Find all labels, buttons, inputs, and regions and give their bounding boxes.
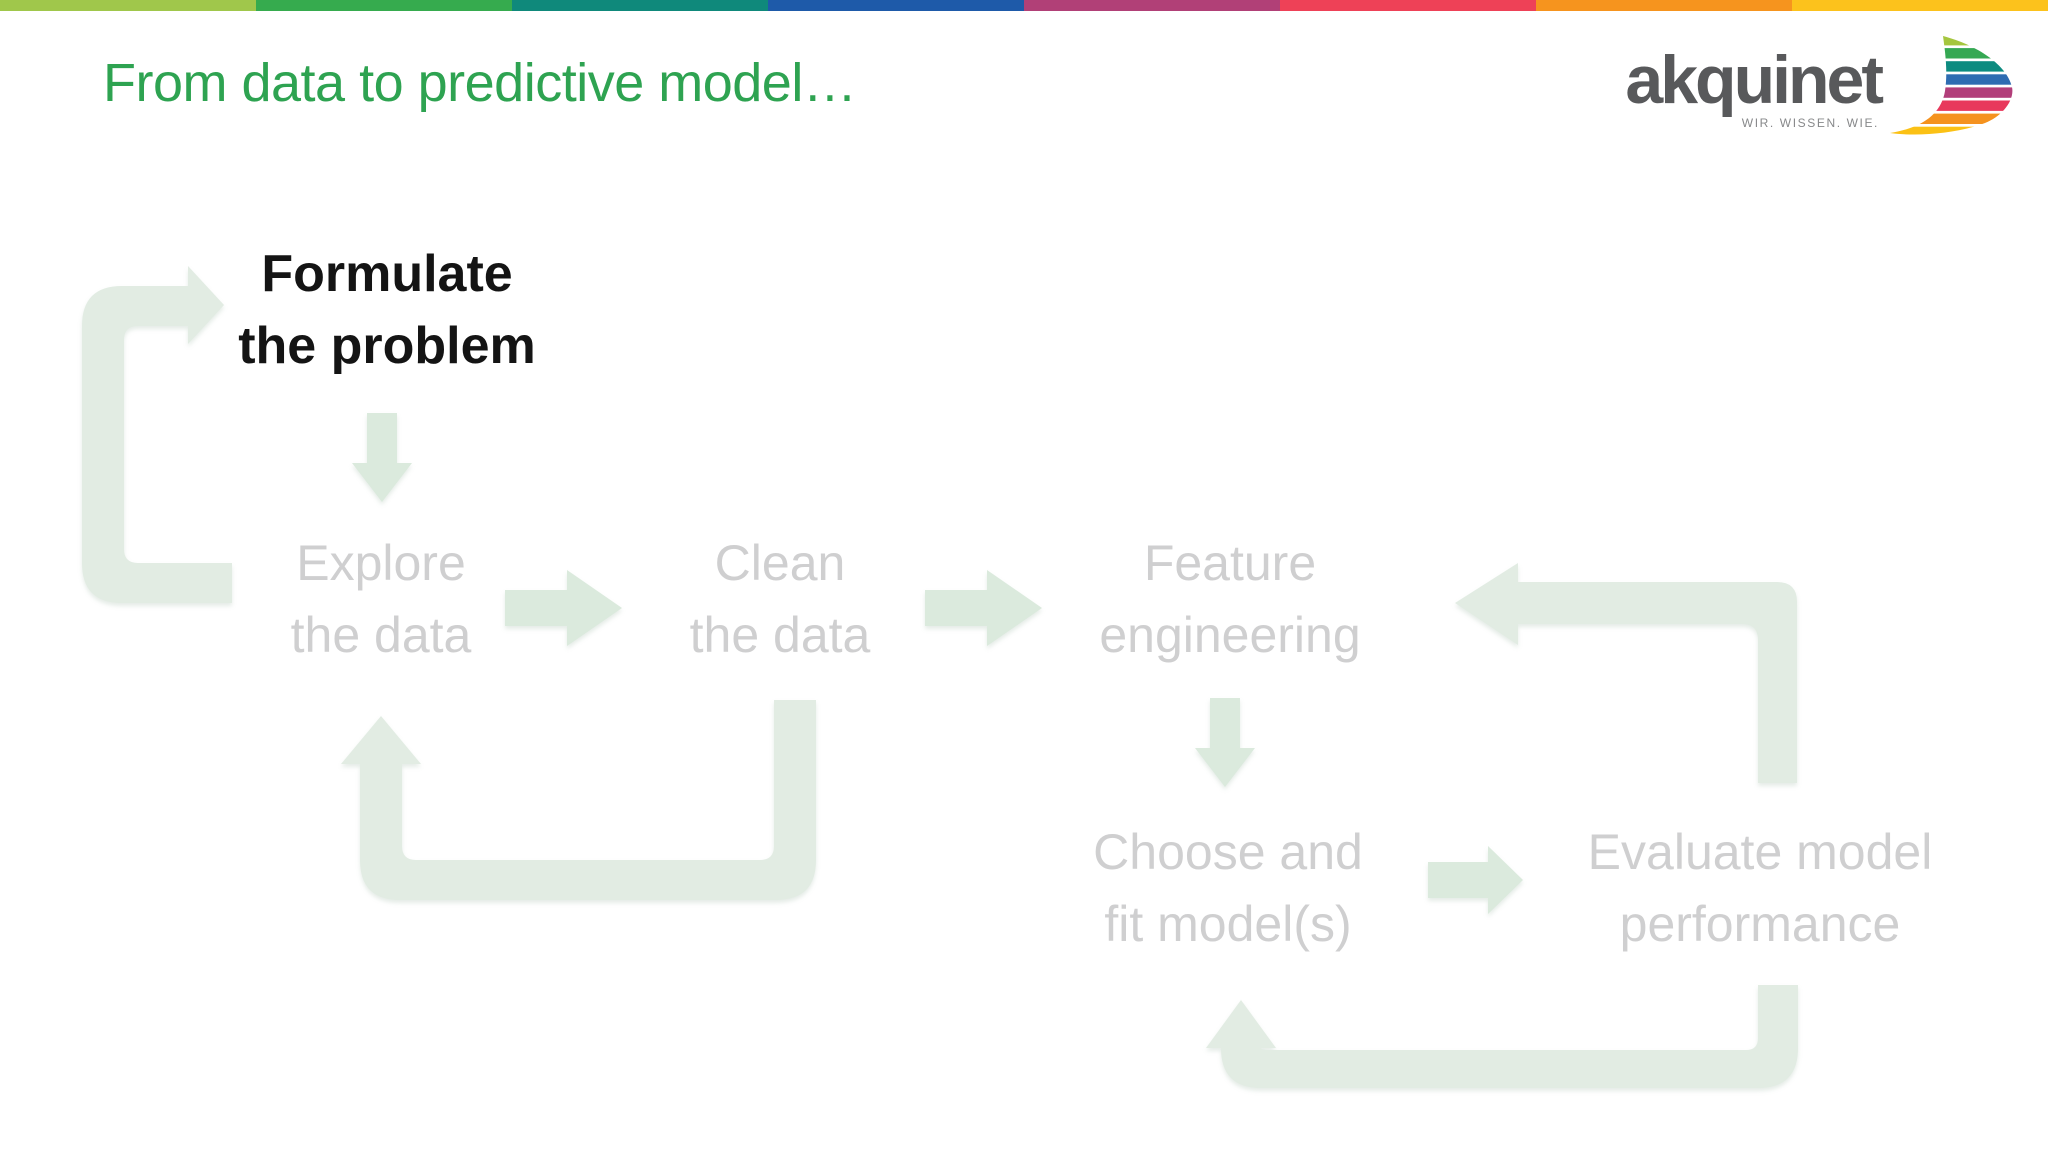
step-formulate-the-problem: Formulate the problem: [147, 238, 627, 382]
arrow-choose-to-evaluate: [1428, 846, 1523, 914]
top-bar-segment: [256, 0, 512, 11]
slide-title: From data to predictive model…: [103, 53, 857, 113]
step-label-line2: engineering: [1099, 607, 1361, 663]
loop-arrow-explore-to-formulate: [82, 266, 232, 603]
sail-stripe: [1890, 61, 2013, 72]
logo-wordmark: akquinet: [1625, 42, 1884, 118]
arrow-explore-to-clean: [505, 570, 622, 646]
step-label-line1: Formulate: [261, 245, 513, 303]
sail-stripe: [1890, 48, 2013, 59]
step-label-line2: performance: [1619, 896, 1901, 952]
logo-sail-icon: [1890, 36, 2013, 135]
step-choose-and-fit-models: Choose and fit model(s): [988, 816, 1468, 960]
arrow-clean-to-feature: [925, 570, 1042, 646]
top-bar-segment: [1024, 0, 1280, 11]
step-label-line2: the data: [689, 607, 871, 663]
loop-arrow-evaluate-to-feature: [1455, 563, 1797, 783]
arrow-feature-to-choose: [1195, 698, 1255, 787]
sail-stripe: [1890, 87, 2013, 98]
step-evaluate-model-performance: Evaluate model performance: [1520, 816, 2000, 960]
step-label-line1: Choose and: [1093, 824, 1363, 880]
step-label-line2: fit model(s): [1104, 896, 1352, 952]
logo-tagline: WIR. WISSEN. WIE.: [1741, 115, 1879, 130]
arrow-formulate-to-explore: [352, 413, 412, 502]
top-bar-segment: [0, 0, 256, 11]
sail-stripe: [1890, 100, 2013, 111]
sail-stripe: [1890, 36, 2013, 46]
top-bar-segment: [768, 0, 1024, 11]
sail-stripe: [1890, 113, 2013, 124]
loop-arrow-clean-to-explore: [341, 700, 816, 900]
step-label-line1: Clean: [714, 535, 846, 591]
akquinet-logo: akquinet WIR. WISSEN. WIE.: [1625, 34, 2015, 140]
step-label-line2: the problem: [238, 317, 536, 375]
top-bar-segment: [1792, 0, 2048, 11]
step-clean-the-data: Clean the data: [540, 527, 1020, 671]
top-bar-segment: [1536, 0, 1792, 11]
sail-stripe: [1890, 74, 2013, 85]
sail-stripe: [1890, 126, 2013, 135]
step-label-line2: the data: [290, 607, 472, 663]
loop-arrow-evaluate-to-choose: [1206, 985, 1798, 1088]
step-explore-the-data: Explore the data: [141, 527, 621, 671]
step-label-line1: Feature: [1143, 535, 1317, 591]
top-bar-segment: [512, 0, 768, 11]
step-label-line1: Evaluate model: [1587, 824, 1933, 880]
top-bar-segment: [1280, 0, 1536, 11]
step-label-line1: Explore: [296, 535, 466, 591]
step-feature-engineering: Feature engineering: [990, 527, 1470, 671]
top-color-bar: [0, 0, 2048, 11]
